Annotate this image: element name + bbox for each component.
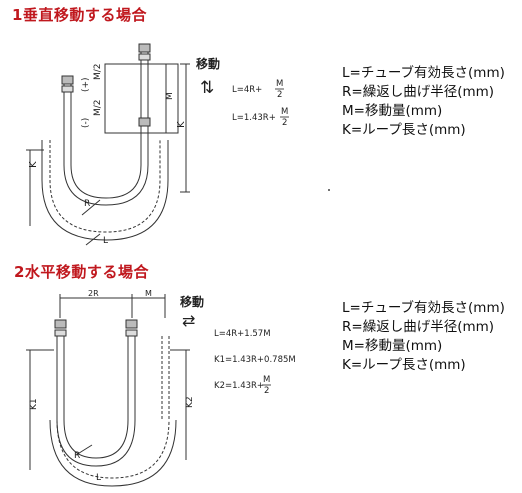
legend-item-l: L=チューブ有効長さ(mm) [342, 300, 505, 316]
formula-k2-frac-den: 2 [264, 386, 269, 396]
m-half-bottom-label: M/2 [93, 99, 103, 116]
legend-horizontal: L=チューブ有効長さ(mm) R=繰返し曲げ半径(mm) M=移動量(mm) K… [342, 299, 505, 375]
minus-half-m-label: (-) [81, 118, 91, 128]
formula-l-frac-num: M [276, 79, 283, 89]
horizontal-arrows-icon: ⇄ [182, 311, 195, 330]
formula-l-frac-den: 2 [277, 90, 282, 100]
section-2-title: 2水平移動する場合 [14, 263, 149, 281]
m-label-2: M [145, 289, 152, 298]
k1-label: K1 [29, 398, 39, 410]
l-label: L [103, 236, 108, 246]
vertical-arrows-icon: ⇅ [200, 78, 214, 98]
motion-label-2: 移動 [180, 294, 204, 309]
k-left-label: K [28, 161, 39, 168]
l-label-2: L [96, 473, 101, 483]
legend-item-r: R=繰返し曲げ半径(mm) [342, 319, 495, 335]
formula-l-2: L=4R+1.57M [214, 329, 271, 339]
section-1-title: 1垂直移動する場合 [12, 6, 147, 24]
r-label: R [84, 199, 90, 209]
formula-k2-frac-num: M [263, 375, 270, 385]
m-dim-label: M [165, 92, 175, 100]
legend-vertical: L=チューブ有効長さ(mm) R=繰返し曲げ半径(mm) M=移動量(mm) K… [342, 64, 505, 140]
motion-label-1: 移動 [196, 56, 220, 71]
formula-l1-frac-num: M [281, 107, 288, 117]
legend-item-r: R=繰返し曲げ半径(mm) [342, 84, 495, 100]
formula-k2-prefix: K2=1.43R+ [214, 381, 264, 391]
two-r-label: 2R [88, 289, 99, 298]
legend-item-l: L=チューブ有効長さ(mm) [342, 65, 505, 81]
legend-item-k: K=ループ長さ(mm) [342, 357, 466, 373]
formula-l1-prefix: L=1.43R+ [232, 113, 276, 123]
k2-label: K2 [185, 396, 195, 408]
m-half-top-label: M/2 [93, 63, 103, 80]
legend-item-m: M=移動量(mm) [342, 338, 443, 354]
legend-item-k: K=ループ長さ(mm) [342, 122, 466, 138]
formula-l-prefix: L=4R+ [232, 85, 262, 95]
plus-half-m-label: (+) [81, 77, 91, 92]
formula-k1: K1=1.43R+0.785M [214, 355, 296, 365]
legend-item-m: M=移動量(mm) [342, 103, 443, 119]
formula-l1-frac-den: 2 [282, 118, 287, 128]
r-label-2: R [74, 451, 80, 461]
k-right-label: K [176, 121, 187, 128]
